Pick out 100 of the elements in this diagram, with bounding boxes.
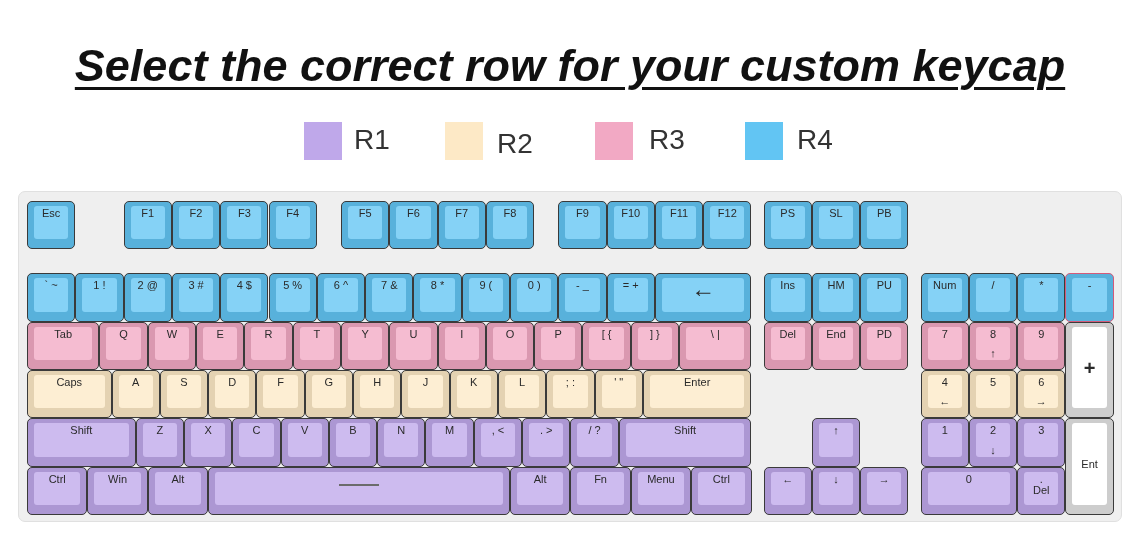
keycap: [147, 321, 197, 371]
key-label: L: [519, 375, 526, 390]
keycap: [860, 321, 909, 371]
keycap: [1017, 466, 1066, 515]
key-label: PS: [780, 206, 796, 220]
key-label: 9 (: [479, 278, 493, 293]
key-label: 9: [1038, 326, 1045, 341]
keycap: [510, 466, 571, 515]
key-label: 5: [989, 375, 997, 390]
key-label: -: [1087, 278, 1092, 293]
keycap: [546, 370, 595, 419]
keycap: [87, 466, 148, 515]
key-label: +: [1083, 356, 1096, 379]
keycap: [111, 370, 160, 419]
keycap: [1017, 370, 1066, 419]
key-label: ↓: [990, 442, 996, 457]
legend-label: R3: [649, 124, 685, 156]
key-label: F3: [237, 206, 251, 220]
key-label: Y: [361, 326, 369, 341]
keycap: [968, 273, 1018, 322]
key-label: Esc: [41, 206, 61, 220]
keycap: [123, 273, 172, 322]
key-label: 8 *: [430, 278, 445, 293]
key-label: Alt: [171, 471, 185, 486]
key-label: Alt: [533, 471, 547, 486]
keycap: [860, 466, 909, 515]
key-label: Caps: [56, 375, 83, 390]
key-label: , <: [491, 423, 505, 438]
keycap: [920, 418, 969, 467]
keycap: [437, 321, 486, 371]
key-label: Ctrl: [48, 471, 66, 486]
keycap: [763, 273, 812, 322]
key-label: B: [349, 423, 357, 438]
keycap: [1017, 321, 1066, 371]
keycap: [642, 370, 752, 419]
key-label: Z: [156, 423, 164, 438]
keycap: [1017, 418, 1066, 467]
keycap: [75, 273, 124, 322]
keycap: [268, 201, 317, 250]
keycap: [594, 370, 643, 419]
keycap: [256, 370, 305, 419]
key-label: F7: [455, 206, 469, 220]
keycap: [437, 201, 486, 250]
keycap: [811, 273, 861, 322]
keycap: [582, 321, 631, 371]
key-label: 6: [1038, 375, 1045, 390]
keycap: [763, 201, 812, 250]
key-label: 3: [1038, 423, 1045, 438]
keycap: [558, 201, 607, 250]
keycap: [244, 321, 293, 371]
keycap: [328, 418, 378, 467]
key-label: F1: [141, 206, 155, 220]
key-label: 4 $: [236, 278, 252, 293]
keycap: [811, 418, 861, 467]
key-label: ←: [782, 471, 794, 486]
key-label: T: [313, 326, 321, 341]
key-label: W: [166, 326, 178, 341]
key-label: / ?: [588, 423, 601, 438]
key-label: Enter: [684, 375, 711, 390]
key-label: 1 !: [93, 278, 106, 293]
key-label: D: [228, 375, 237, 390]
key-label: Shift: [70, 423, 93, 438]
key-label: G: [324, 375, 334, 390]
keycap: [27, 418, 136, 467]
keycap: [485, 321, 535, 371]
key-label: Q: [119, 326, 128, 341]
key-label: A: [132, 375, 140, 390]
keycap: [425, 418, 474, 467]
key-label: →: [878, 471, 890, 486]
keycap: [679, 321, 752, 371]
key-label: - _: [576, 278, 589, 293]
keycap: [860, 201, 909, 250]
keycap: [763, 466, 812, 515]
keycap: [654, 201, 704, 250]
key-label: [ {: [601, 326, 612, 341]
key-label: /: [991, 278, 995, 293]
key-label: F11: [669, 206, 689, 220]
key-label: SL: [829, 206, 843, 220]
keycap: [920, 370, 969, 419]
keycap: [497, 370, 547, 419]
key-label: O: [505, 326, 515, 341]
key-label: F5: [358, 206, 372, 220]
key-label: . >: [539, 423, 553, 438]
keycap: [510, 273, 559, 322]
keycap: [365, 273, 414, 322]
key-label: Num: [933, 278, 957, 293]
key-label: S: [180, 375, 188, 390]
key-label: Fn: [594, 471, 607, 486]
key-label: 7: [941, 326, 948, 341]
keycap: [558, 273, 607, 322]
key-label: ` ~: [44, 278, 58, 293]
key-label: Shift: [674, 423, 697, 438]
key-label: ↑: [990, 346, 996, 361]
keycap: [27, 370, 112, 419]
keycap: [413, 273, 462, 322]
keycap: [27, 201, 76, 250]
key-label: ; :: [565, 375, 575, 390]
keycap: [473, 418, 523, 467]
key-label: F4: [286, 206, 300, 220]
key-label: P: [554, 326, 562, 341]
